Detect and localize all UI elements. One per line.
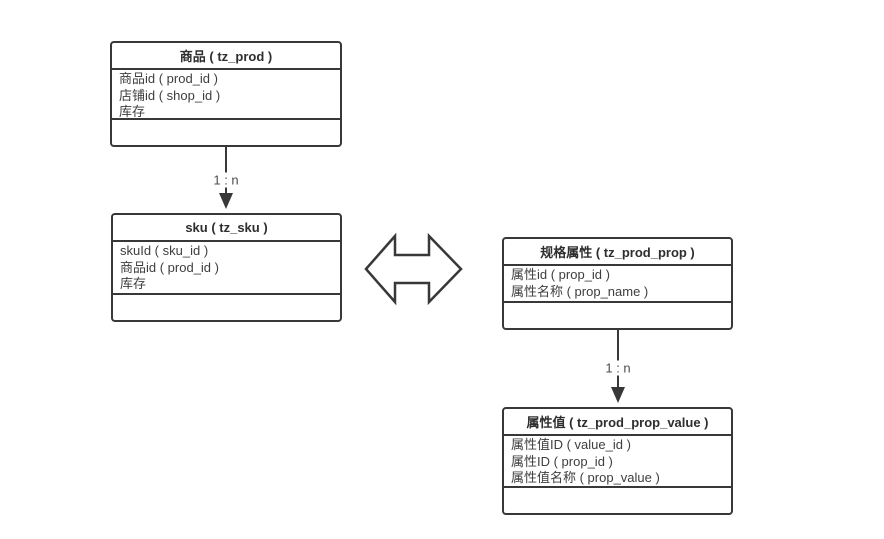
entity-prod-title: 商品 ( tz_prod ) — [112, 43, 340, 70]
entity-field: 库存 — [120, 276, 147, 291]
entity-prod-prop-fields: 属性id ( prop_id ) 属性名称 ( prop_name ) — [504, 266, 731, 301]
entity-prop-value-fields: 属性值ID ( value_id ) 属性ID ( prop_id ) 属性值名… — [504, 436, 731, 486]
entity-field: 库存 — [119, 104, 146, 118]
entity-field: 商品id ( prod_id ) — [120, 259, 219, 275]
entity-field: 属性名称 ( prop_name ) — [511, 283, 649, 299]
entity-prop-value-title: 属性值 ( tz_prod_prop_value ) — [504, 409, 731, 436]
entity-prod-prop: 规格属性 ( tz_prod_prop ) 属性id ( prop_id ) 属… — [502, 237, 733, 330]
entity-sku: sku ( tz_sku ) skuId ( sku_id ) 商品id ( p… — [111, 213, 342, 322]
entity-prop-value: 属性值 ( tz_prod_prop_value ) 属性值ID ( value… — [502, 407, 733, 515]
entity-field: 属性ID ( prop_id ) — [511, 453, 613, 469]
entity-sku-fields: skuId ( sku_id ) 商品id ( prod_id ) 库存 — [113, 242, 340, 293]
entity-empty-section — [504, 301, 731, 328]
entity-field: 属性id ( prop_id ) — [511, 267, 610, 282]
arrowhead-down-icon — [219, 193, 233, 209]
relation-label-prop-value: 1 : n — [601, 360, 635, 376]
entity-field: 属性值ID ( value_id ) — [511, 437, 631, 452]
entity-empty-section — [112, 118, 340, 145]
entity-prod-fields: 商品id ( prod_id ) 店铺id ( shop_id ) 库存 — [112, 70, 340, 118]
arrowhead-down-icon — [611, 387, 625, 403]
double-arrow-icon — [364, 232, 463, 306]
entity-sku-title: sku ( tz_sku ) — [113, 215, 340, 242]
entity-empty-section — [113, 293, 340, 320]
entity-field: 属性值名称 ( prop_value ) — [511, 470, 660, 485]
entity-prod-prop-title: 规格属性 ( tz_prod_prop ) — [504, 239, 731, 266]
entity-prod: 商品 ( tz_prod ) 商品id ( prod_id ) 店铺id ( s… — [110, 41, 342, 147]
entity-field: 店铺id ( shop_id ) — [119, 87, 221, 103]
relation-label-prod-sku: 1 : n — [209, 172, 243, 188]
entity-empty-section — [504, 486, 731, 513]
entity-field: skuId ( sku_id ) — [120, 243, 209, 258]
entity-field: 商品id ( prod_id ) — [119, 71, 218, 86]
